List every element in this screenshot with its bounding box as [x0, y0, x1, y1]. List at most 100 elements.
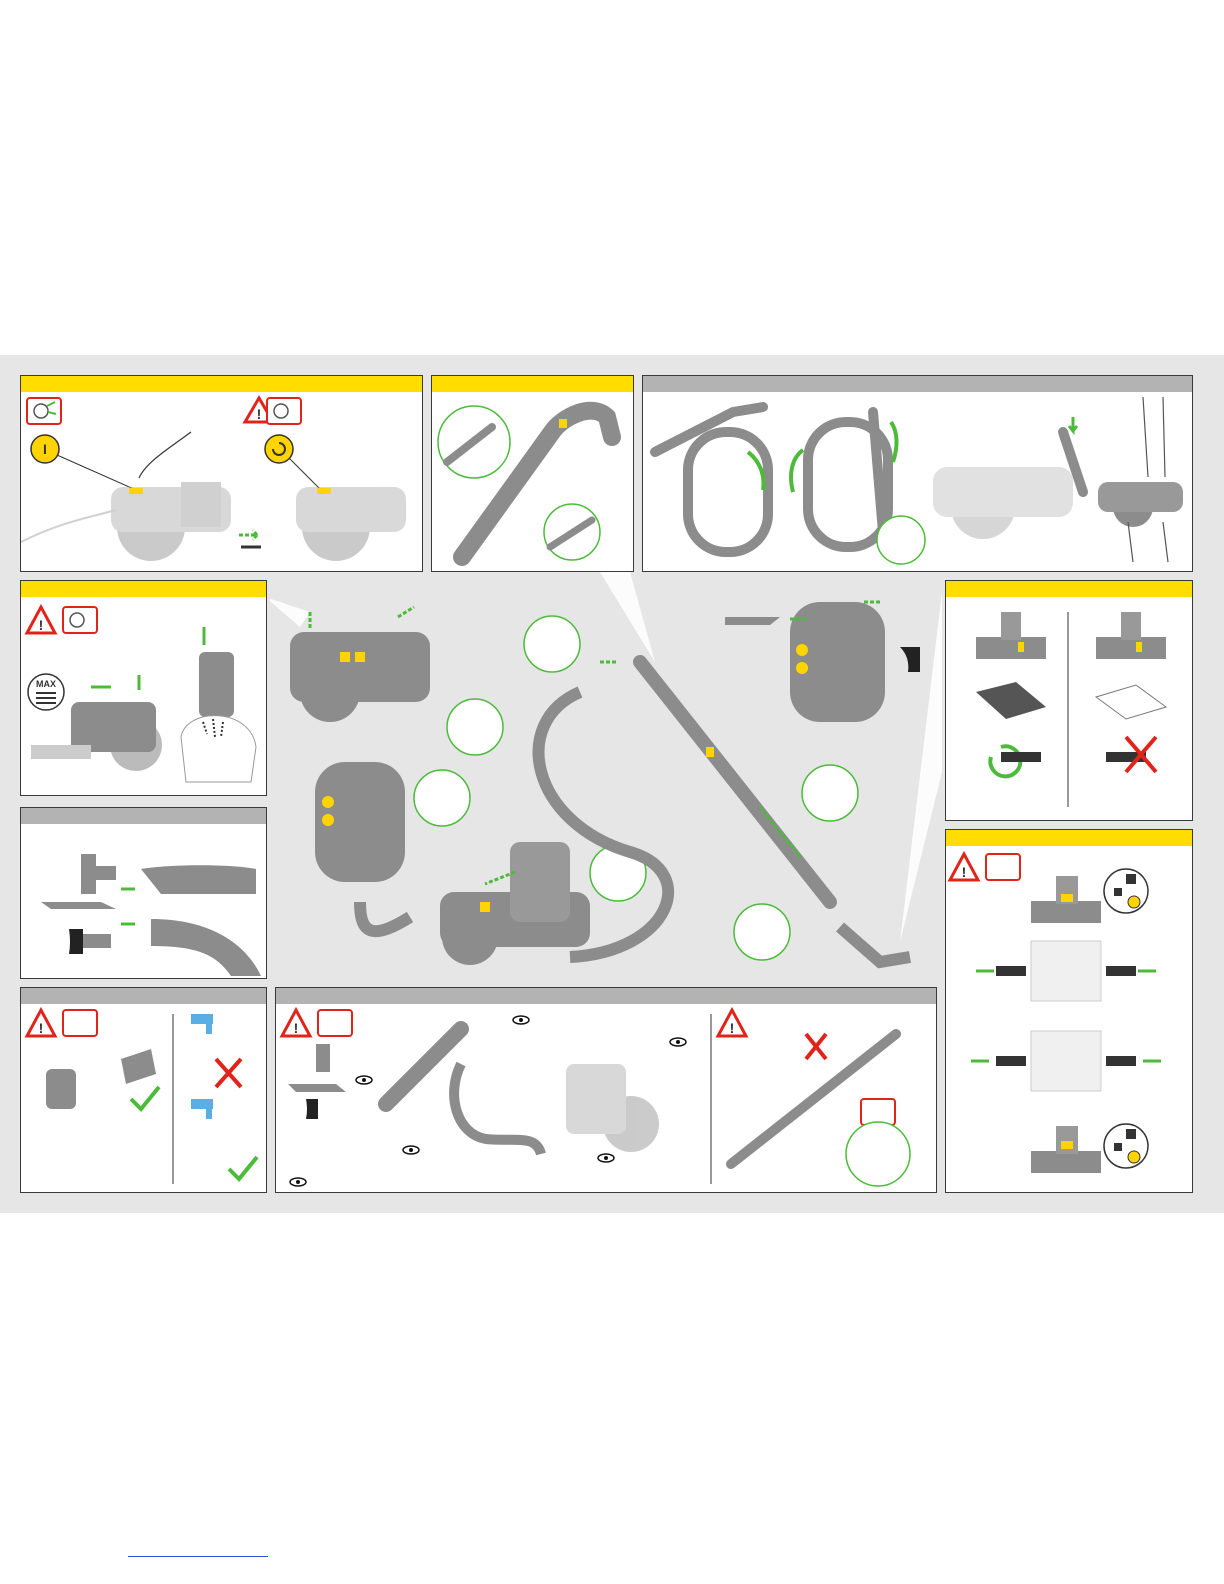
panel-tools — [20, 807, 267, 979]
crevice-tool-icon — [41, 902, 116, 909]
panel-header — [21, 376, 422, 392]
unplug-icon — [861, 1099, 895, 1125]
eye-icon — [670, 1038, 686, 1046]
power-on-icon: I — [31, 435, 136, 490]
svg-text:!: ! — [39, 617, 44, 633]
unplug-icon — [267, 398, 301, 424]
panel-wash-filter: ! — [20, 987, 267, 1193]
panel-header — [643, 376, 1192, 392]
warning-icon: ! — [950, 854, 978, 880]
panel-header — [21, 581, 266, 597]
svg-text:!: ! — [294, 1020, 299, 1036]
footer-link[interactable] — [128, 1555, 268, 1557]
check-icon — [229, 1157, 257, 1179]
bin-illustration: ! MAX — [21, 597, 265, 795]
panel-storage — [642, 375, 1193, 572]
tools-illustration — [21, 824, 265, 978]
unlock-icon — [1114, 888, 1122, 896]
panel-brush-bar: ! — [945, 829, 1193, 1193]
filter — [121, 1049, 156, 1084]
carpet-icon — [976, 612, 1046, 719]
lock-icon — [1126, 874, 1136, 884]
panel-header — [21, 988, 266, 1004]
vacuum-underside — [315, 762, 405, 882]
vacuum-body — [296, 487, 406, 561]
storage-illustration — [643, 392, 1191, 572]
zoom-circle — [524, 616, 580, 672]
wand-end — [141, 865, 256, 894]
panel-header — [946, 581, 1192, 597]
floor-illustration — [946, 597, 1191, 821]
cord-rewind-icon — [265, 435, 321, 490]
brush-tool-icon — [69, 929, 111, 954]
crevice-tool-icon — [725, 617, 780, 625]
hand — [139, 432, 191, 478]
rewind-button — [317, 488, 331, 494]
vacuum-bin-insert — [440, 842, 590, 965]
wand-illustration — [432, 392, 632, 572]
panel-blockages: ! ! — [275, 987, 937, 1193]
svg-text:MAX: MAX — [36, 679, 56, 689]
brush-tool-icon — [900, 647, 920, 672]
hard-floor-icon — [1096, 612, 1166, 719]
zoom-circle — [447, 699, 503, 755]
vacuum-stored — [933, 467, 1073, 539]
brush-rotate-icon — [990, 746, 1041, 776]
cross-icon — [806, 1034, 826, 1059]
wand-release-button — [706, 747, 714, 757]
svg-text:!: ! — [39, 1020, 44, 1036]
unplug-icon — [63, 1010, 97, 1036]
panel-header — [946, 830, 1192, 846]
coin-icon — [1128, 1151, 1140, 1163]
combination-tool-icon — [81, 854, 116, 894]
warning-icon: ! — [27, 607, 55, 633]
vacuum-carry — [1098, 397, 1183, 562]
eye-icon — [290, 1178, 306, 1186]
power-illustration: I ! — [21, 392, 421, 572]
unplug-icon — [318, 1010, 352, 1036]
check-icon — [131, 1087, 159, 1109]
panel-bin-empty: ! MAX — [20, 580, 267, 796]
hose-storage-icon — [655, 407, 925, 564]
max-level-icon: MAX — [28, 674, 64, 710]
svg-text:!: ! — [257, 406, 262, 422]
tap-icon — [191, 1099, 213, 1119]
zoom-circle — [802, 765, 858, 821]
svg-text:I: I — [43, 441, 47, 457]
power-button — [129, 488, 143, 494]
unlock-icon — [1114, 1143, 1122, 1151]
svg-text:!: ! — [730, 1020, 735, 1036]
blockage-illustration: ! ! — [276, 1004, 934, 1192]
center-illustration — [270, 572, 942, 982]
unplug-icon — [27, 398, 61, 424]
tap-icon — [191, 1014, 213, 1034]
wash-illustration: ! — [21, 1004, 265, 1192]
bin-emptying — [181, 627, 256, 782]
unplug-icon — [986, 854, 1020, 880]
vacuum-body — [566, 1064, 659, 1152]
panel-power: I ! — [20, 375, 423, 572]
panel-wand-release — [431, 375, 634, 572]
cyclone — [46, 1069, 76, 1109]
vacuum-body — [31, 702, 162, 771]
panel-header — [21, 808, 266, 824]
eye-icon — [403, 1146, 419, 1154]
cross-icon — [216, 1059, 241, 1087]
release-button — [559, 419, 567, 428]
eye-icon — [356, 1076, 372, 1084]
warning-icon: ! — [718, 1010, 746, 1036]
unplug-icon — [63, 607, 97, 633]
brush-stop-icon — [1106, 737, 1156, 772]
panel-header — [276, 988, 936, 1004]
zoom-circle — [414, 770, 470, 826]
eye-icon — [513, 1016, 529, 1024]
warning-icon: ! — [27, 1010, 55, 1036]
panel-header — [432, 376, 633, 392]
panel-floor-settings — [945, 580, 1193, 821]
vacuum-body — [21, 482, 231, 561]
floor-tool — [840, 927, 910, 962]
warning-icon: ! — [282, 1010, 310, 1036]
brushbar-illustration: ! — [946, 846, 1191, 1192]
hose-end — [151, 919, 261, 976]
lock-icon — [1126, 1129, 1136, 1139]
